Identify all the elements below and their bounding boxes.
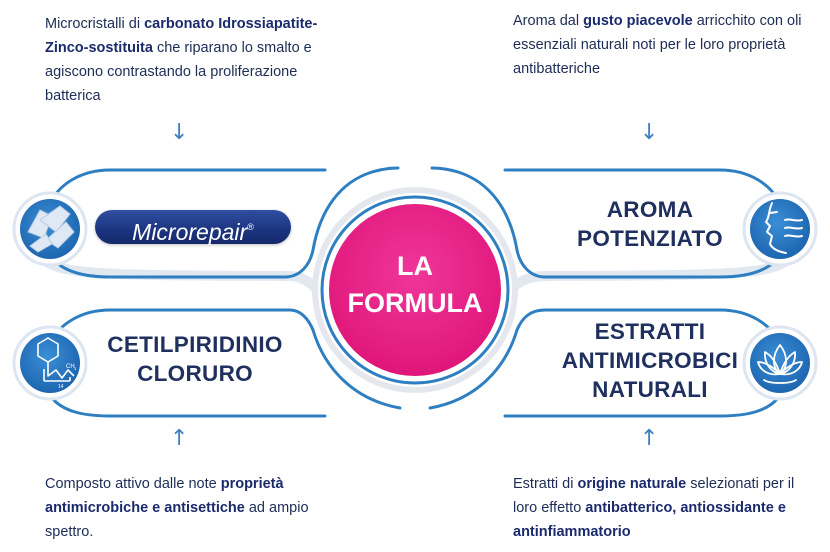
title-line: CLORURO [137,361,253,386]
crystal-icon [12,191,88,267]
desc-bold: antibatterico, antiossidante e antinfiam… [513,500,786,540]
desc-text: selezionati per il loro effetto [513,476,795,516]
desc-text: Estratti di [513,476,578,492]
center-title: LA FORMULA [330,248,500,322]
desc-bold: proprietà antimicrobiche e antisettiche [45,476,284,516]
title-cetilpiridinio-cloruro: CETILPIRIDINIO CLORURO [80,330,310,388]
microrepair-logo: Microrepair® [95,210,291,245]
ch3-label: CH [66,364,75,370]
desc-bold: origine naturale [577,476,687,492]
desc-bold: gusto piacevole [583,13,693,29]
desc-text: Microcristalli di [45,16,145,32]
title-line: ESTRATTI [594,319,706,344]
desc-text: Composto attivo dalle note [45,476,221,492]
title-line: AROMA [606,197,694,222]
face-aroma-icon [742,191,818,267]
description-estratti: Estratti di origine naturale selezionati… [513,472,803,544]
chain-subscript: 14 [58,384,64,390]
title-line: CETILPIRIDINIO [107,332,283,357]
center-title-line: LA [397,251,433,281]
desc-text: ad ampio spettro. [45,500,309,540]
description-cetilpiridinio: Composto attivo dalle note proprietà ant… [45,472,335,544]
desc-bold: carbonato Idrossiapatite-Zinco-sostituit… [45,16,318,56]
arrow-down-icon: ↓ [640,120,659,145]
title-estratti-naturali: ESTRATTI ANTIMICROBICI NATURALI [520,317,780,404]
brand-label: Microrepair [132,219,248,245]
desc-text: arricchito con oli essenziali naturali n… [513,13,802,77]
title-line: ANTIMICROBICI [561,348,739,373]
arrow-up-icon: ↑ [640,426,659,451]
arrow-up-icon: ↑ [170,426,189,451]
arrow-down-icon: ↓ [170,120,189,145]
title-line: NATURALI [592,377,708,402]
center-title-line: FORMULA [347,288,483,318]
desc-text: che riparano lo smalto e agiscono contra… [45,40,312,104]
molecule-icon: CH 3 14 [12,325,88,401]
ch3-subscript: 3 [74,366,77,371]
desc-text: Aroma dal [513,13,584,29]
title-line: POTENZIATO [577,226,723,251]
registered-mark: ® [247,222,254,232]
center-badge [312,187,518,393]
lotus-icon [742,325,818,401]
description-aroma: Aroma dal gusto piacevole arricchito con… [513,9,803,81]
title-aroma-potenziato: AROMA POTENZIATO [530,195,770,253]
description-microrepair: Microcristalli di carbonato Idrossiapati… [45,12,325,108]
